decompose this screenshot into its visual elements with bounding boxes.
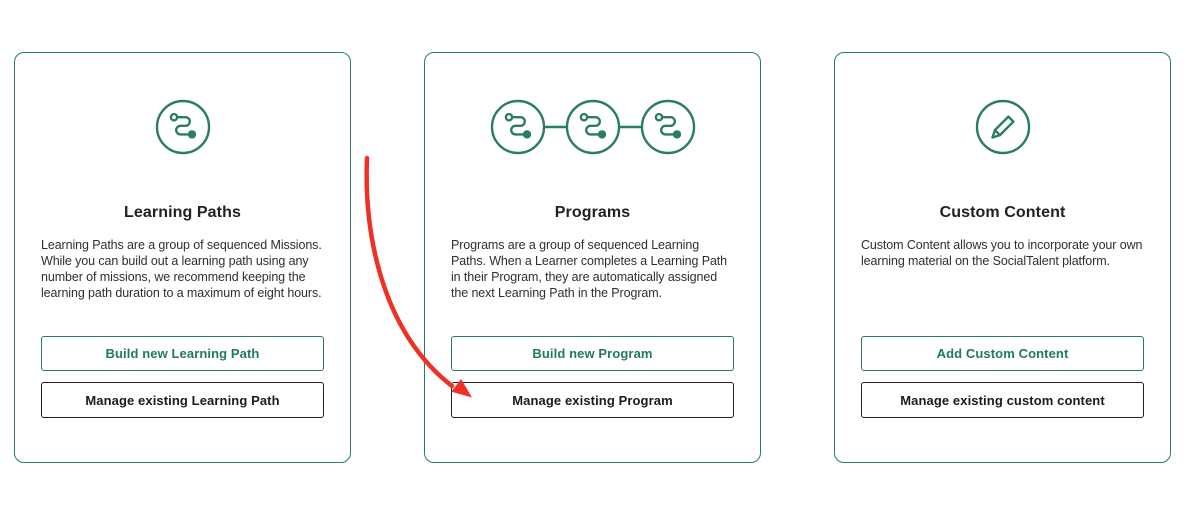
program-linked-routes-icon	[490, 99, 696, 155]
build-new-program-button[interactable]: Build new Program	[451, 336, 734, 371]
card-buttons: Add Custom Content Manage existing custo…	[861, 336, 1144, 418]
card-title: Learning Paths	[124, 204, 241, 221]
manage-existing-program-button[interactable]: Manage existing Program	[451, 382, 734, 418]
card-title: Programs	[554, 204, 631, 221]
manage-existing-custom-content-button[interactable]: Manage existing custom content	[861, 382, 1144, 418]
learning-path-route-icon	[155, 99, 211, 155]
add-custom-content-button[interactable]: Add Custom Content	[861, 336, 1144, 371]
card-buttons: Build new Learning Path Manage existing …	[41, 336, 324, 418]
card-description: Custom Content allows you to incorporate…	[861, 238, 1143, 268]
cards-row: Learning Paths Learning Paths are a grou…	[14, 52, 1171, 463]
build-new-learning-path-button[interactable]: Build new Learning Path	[41, 336, 324, 371]
card-description: Learning Paths are a group of sequenced …	[41, 238, 322, 300]
card-buttons: Build new Program Manage existing Progra…	[451, 336, 734, 418]
pencil-icon	[975, 99, 1031, 155]
card-description: Programs are a group of sequenced Learni…	[451, 238, 728, 300]
custom-content-card: Custom Content Custom Content allows you…	[834, 52, 1171, 463]
programs-card: Programs Programs are a group of sequenc…	[424, 52, 761, 463]
manage-existing-learning-path-button[interactable]: Manage existing Learning Path	[41, 382, 324, 418]
card-title: Custom Content	[939, 204, 1066, 221]
learning-paths-card: Learning Paths Learning Paths are a grou…	[14, 52, 351, 463]
